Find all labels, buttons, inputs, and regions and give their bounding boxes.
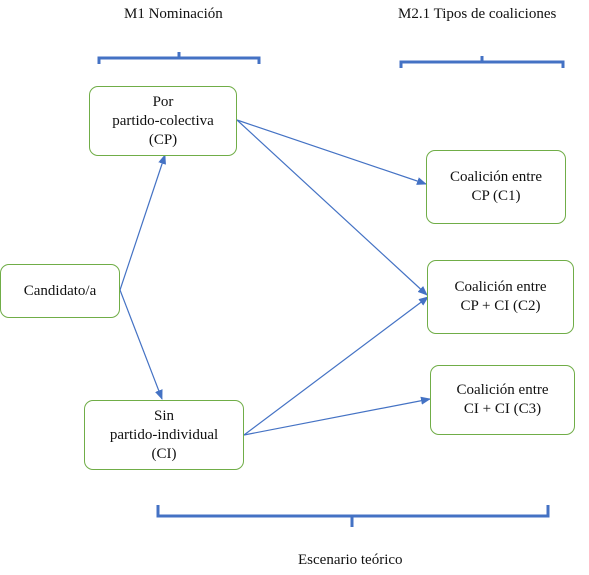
arrow-candidate-to-cp [119, 154, 166, 291]
ci-line-2: partido-individual [109, 426, 219, 443]
scenario-bracket [156, 505, 550, 527]
ci-node: Sin partido-individual (CI) [84, 400, 244, 470]
arrow-cp-to-c1 [236, 119, 427, 185]
arrow-candidate-to-ci [119, 289, 163, 400]
ci-line-1: Sin [153, 407, 174, 424]
candidate-label: Candidato/a [23, 282, 97, 299]
candidate-node: Candidato/a [0, 264, 120, 318]
c1-line-1: Coalición entre [449, 169, 543, 185]
m1-bracket [97, 52, 261, 64]
c2-line-2: CP + CI (C2) [460, 298, 541, 314]
ci-line-3: (CI) [151, 445, 177, 462]
c2-line-1: Coalición entre [454, 279, 547, 295]
c2-node: Coalición entre CP + CI (C2) [427, 260, 574, 334]
c3-node: Coalición entre CI + CI (C3) [430, 365, 575, 435]
c3-line-1: Coalición entre [456, 382, 549, 398]
arrow-ci-to-c3 [243, 396, 431, 436]
scenario-footer: Escenario teórico [298, 552, 403, 568]
cp-line-2: partido-colectiva [112, 112, 214, 129]
arrow-ci-to-c2 [243, 296, 429, 436]
arrow-cp-to-c2 [236, 119, 428, 296]
c3-line-2: CI + CI (C3) [463, 401, 542, 417]
cp-node: Por partido-colectiva (CP) [89, 86, 237, 156]
m1-header: M1 Nominación [124, 6, 223, 22]
m2-bracket [399, 56, 565, 68]
c1-line-2: CP (C1) [471, 188, 521, 204]
cp-line-3: (CP) [148, 131, 178, 148]
c1-node: Coalición entre CP (C1) [426, 150, 566, 224]
m2-header: M2.1 Tipos de coaliciones [398, 6, 557, 22]
cp-line-1: Por [152, 93, 174, 110]
